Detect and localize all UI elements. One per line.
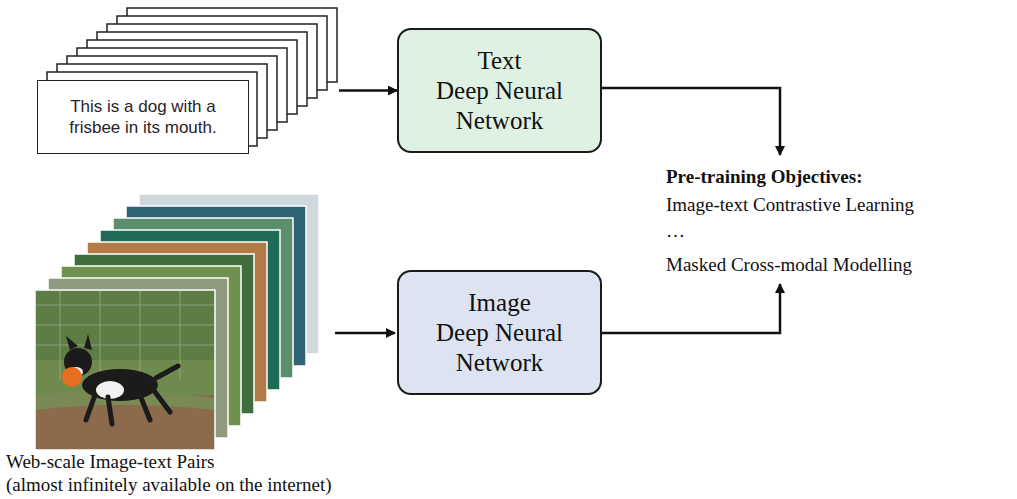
input-arrow (335, 332, 395, 335)
caption-line: (almost infinitely available on the inte… (6, 473, 332, 496)
arrow-connector (339, 89, 397, 92)
caption-text: This is a dog with a frisbee in its mout… (48, 96, 238, 138)
objective-item: Masked Cross-modal Modelling (666, 253, 912, 276)
card-stack (47, 8, 337, 146)
network-box: Image Deep Neural Network (397, 270, 602, 395)
output-arrow (602, 284, 780, 333)
dog-photo (35, 290, 215, 450)
box-label: Image Deep Neural Network (436, 288, 563, 378)
output-arrow (602, 88, 780, 155)
box-label: Text Deep Neural Network (436, 46, 563, 136)
text-card: This is a dog with a frisbee in its mout… (37, 80, 249, 154)
caption-line: Web-scale Image-text Pairs (6, 450, 214, 473)
network-box: Text Deep Neural Network (397, 28, 602, 153)
ellipsis: … (666, 219, 685, 242)
objective-item: Image-text Contrastive Learning (666, 193, 914, 216)
objectives-heading: Pre-training Objectives: (666, 165, 862, 188)
